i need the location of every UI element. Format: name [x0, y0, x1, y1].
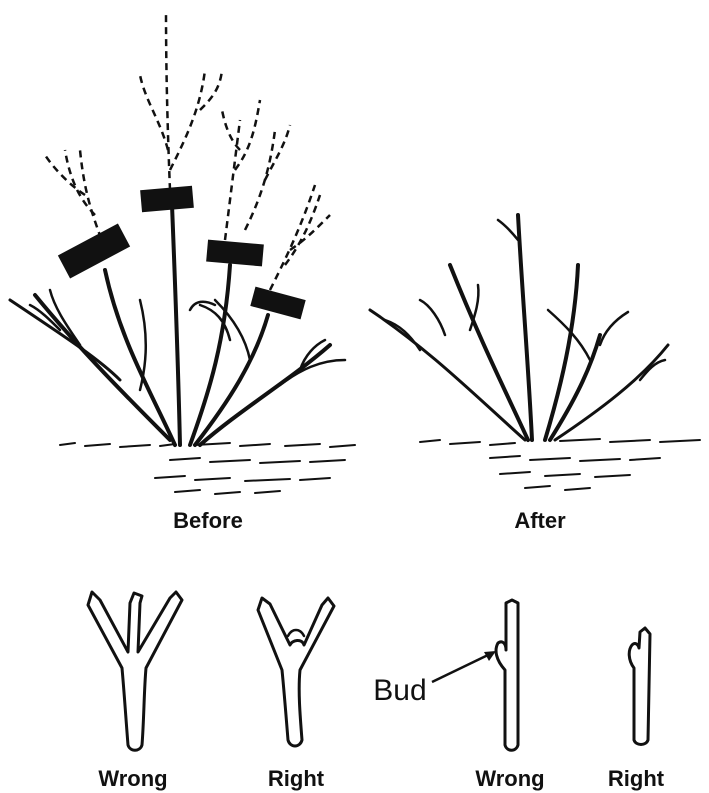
bud-wrong-illustration — [496, 600, 518, 750]
before-ground — [60, 443, 355, 494]
fork-wrong-label: Wrong — [98, 766, 167, 791]
cut-marker — [58, 224, 130, 279]
bud-wrong-label: Wrong — [475, 766, 544, 791]
cut-marker — [206, 240, 264, 267]
bud-callout-label: Bud — [373, 674, 426, 707]
fork-right-illustration — [258, 598, 334, 746]
after-branches — [370, 215, 668, 440]
after-ground — [420, 439, 700, 490]
before-cut-markers — [58, 186, 306, 320]
bud-callout-arrow — [432, 651, 496, 682]
bud-right-label: Right — [608, 766, 665, 791]
fork-right-label: Right — [268, 766, 325, 791]
after-label: After — [514, 508, 566, 533]
cut-marker — [250, 287, 305, 320]
bud-right-illustration — [629, 628, 650, 745]
before-label: Before — [173, 508, 243, 533]
after-shrub — [370, 215, 700, 490]
cut-marker — [140, 186, 194, 212]
fork-wrong-illustration — [88, 592, 182, 750]
before-shrub — [10, 10, 355, 494]
